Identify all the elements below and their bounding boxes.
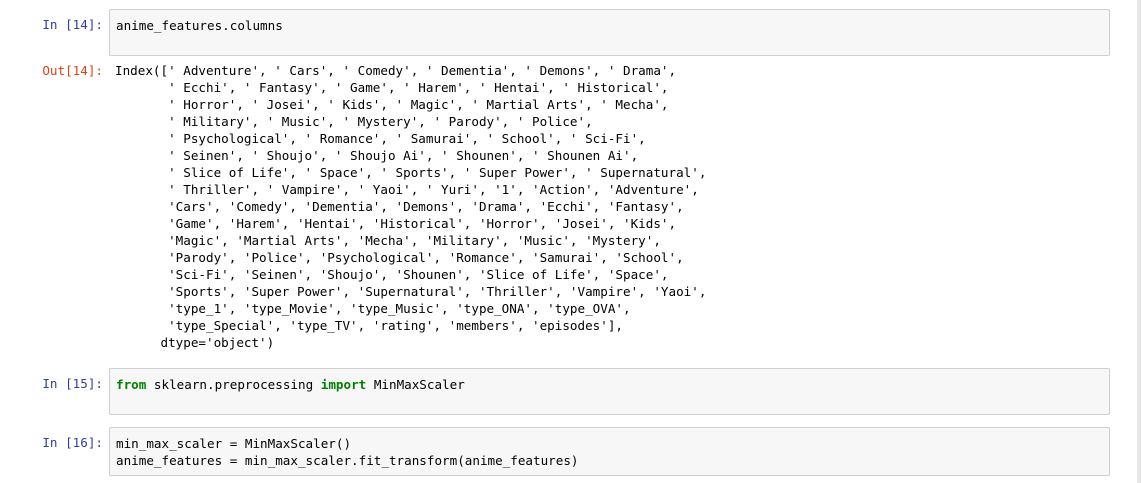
code-line: anime_features.columns (116, 18, 283, 33)
output-line: 'Parody', 'Police', 'Psychological', 'Ro… (115, 250, 684, 265)
output-line: 'type_1', 'type_Movie', 'type_Music', 't… (115, 301, 631, 316)
output-line: ' Thriller', ' Vampire', ' Yaoi', ' Yuri… (115, 182, 699, 197)
output-line: 'type_Special', 'type_TV', 'rating', 'me… (115, 318, 623, 333)
code-line: anime_features = min_max_scaler.fit_tran… (116, 453, 579, 468)
code-editor[interactable]: anime_features.columns (109, 9, 1110, 56)
page-scrollbar[interactable] (1137, 0, 1141, 483)
output-line: ' Ecchi', ' Fantasy', ' Game', ' Harem',… (115, 80, 669, 95)
input-prompt: In [14]: (42, 17, 103, 32)
output-line: 'Sci-Fi', 'Seinen', 'Shoujo', 'Shounen',… (115, 267, 669, 282)
output-prompt: Out[14]: (42, 63, 103, 78)
cell-16-input: In [16]: min_max_scaler = MinMaxScaler()… (0, 427, 1141, 476)
input-prompt: In [15]: (42, 376, 103, 391)
input-prompt: In [16]: (42, 435, 103, 450)
output-line: ' Psychological', ' Romance', ' Samurai'… (115, 131, 646, 146)
output-line: Index([' Adventure', ' Cars', ' Comedy',… (115, 63, 677, 78)
output-line: ' Seinen', ' Shoujo', ' Shoujo Ai', ' Sh… (115, 148, 639, 163)
code-line: min_max_scaler = MinMaxScaler() (116, 436, 352, 451)
code-line: from sklearn.preprocessing import MinMax… (116, 376, 465, 393)
output-line: 'Cars', 'Comedy', 'Dementia', 'Demons', … (115, 199, 684, 214)
code-editor[interactable]: from sklearn.preprocessing import MinMax… (109, 368, 1110, 415)
import-name: MinMaxScaler (366, 377, 465, 392)
module-name: sklearn.preprocessing (146, 377, 321, 392)
output-line: dtype='object') (115, 335, 275, 350)
output-line: 'Magic', 'Martial Arts', 'Mecha', 'Milit… (115, 233, 661, 248)
output-line: ' Military', ' Music', ' Mystery', ' Par… (115, 114, 593, 129)
output-line: ' Horror', ' Josei', ' Kids', ' Magic', … (115, 97, 669, 112)
output-line: 'Game', 'Harem', 'Hentai', 'Historical',… (115, 216, 677, 231)
cell-15-input: In [15]: from sklearn.preprocessing impo… (0, 368, 1141, 415)
output-line: ' Slice of Life', ' Space', ' Sports', '… (115, 165, 707, 180)
code-editor[interactable]: min_max_scaler = MinMaxScaler() anime_fe… (109, 427, 1110, 476)
keyword-import: import (320, 377, 367, 392)
cell-14-input: In [14]: anime_features.columns (0, 9, 1141, 56)
keyword-from: from (116, 377, 147, 392)
output-line: 'Sports', 'Super Power', 'Supernatural',… (115, 284, 707, 299)
cell-14-output: Out[14]: Index([' Adventure', ' Cars', '… (0, 62, 1141, 356)
